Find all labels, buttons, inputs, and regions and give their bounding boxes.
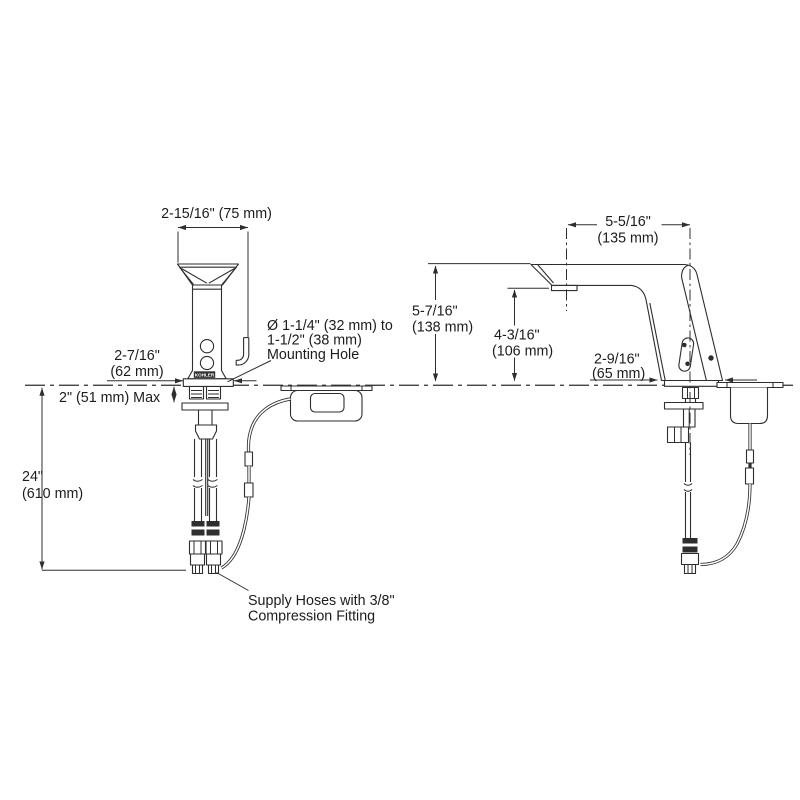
supply-hoses [191, 439, 220, 536]
centerlines [566, 228, 691, 455]
label-spout-reach-2: (135 mm) [597, 231, 658, 247]
label-supply-length-1: 24" [22, 469, 43, 485]
data-cable-front [220, 397, 291, 570]
side-shank [663, 386, 704, 444]
label-side-base-width-1: 2-9/16" [594, 352, 640, 368]
label-overall-height-1: 5-7/16" [412, 304, 458, 320]
label-front-top-width: 2-15/16" (75 mm) [161, 206, 272, 222]
control-box-front [280, 385, 373, 422]
callout-supply-hoses: Supply Hoses with 3/8" Compression Fitti… [216, 572, 395, 625]
side-base-plate [663, 379, 720, 387]
handle-hook [235, 337, 250, 366]
front-hose-collar [194, 409, 218, 440]
label-supply-note-2: Compression Fitting [248, 609, 375, 625]
dim-spout-reach: 5-5/16" (135 mm) [568, 214, 690, 247]
callout-mounting-hole: Ø 1-1/4" (32 mm) to 1-1/2" (38 mm) Mount… [227, 318, 393, 383]
label-mounting-hole-2: 1-1/2" (38 mm) [267, 333, 362, 349]
label-mounting-hole-3: Mounting Hole [267, 347, 359, 363]
side-sensor-window [678, 337, 714, 372]
sensor-circles [199, 339, 215, 371]
dim-side-base-width: 2-9/16" (65 mm) [590, 352, 757, 383]
side-body [530, 263, 724, 382]
dim-outlet-height: 4-3/16" (106 mm) [492, 287, 553, 381]
front-base-plate [182, 378, 234, 387]
front-shank-nuts [188, 385, 222, 400]
label-overall-height-2: (138 mm) [412, 320, 473, 336]
dim-overall-height: 5-7/16" (138 mm) [412, 263, 531, 382]
kohler-logo-text: KOHLER [195, 373, 215, 378]
data-cable-side [700, 423, 755, 567]
dim-front-base-width: 2-7/16" (62 mm) [107, 348, 257, 384]
label-front-base-width-2: (62 mm) [110, 364, 163, 380]
front-body [187, 284, 227, 380]
faucet-side-view [530, 263, 784, 575]
control-box-side [716, 381, 784, 425]
dim-supply-length: 24" (610 mm) [22, 387, 186, 571]
dim-counter-thickness: 2" (51 mm) Max [59, 386, 177, 406]
compression-fittings [188, 540, 223, 575]
label-side-base-width-2: (65 mm) [592, 366, 645, 382]
faucet-front-view: KOHLER [176, 263, 373, 575]
label-supply-length-2: (610 mm) [22, 486, 83, 502]
side-supply-hose [680, 442, 700, 575]
front-mounting-flange [181, 402, 229, 411]
dim-front-top-width: 2-15/16" (75 mm) [161, 206, 272, 337]
label-front-base-width-1: 2-7/16" [114, 348, 160, 364]
label-outlet-height-2: (106 mm) [492, 344, 553, 360]
dimensions: 2-15/16" (75 mm) 2-7/16" (62 mm) Ø 1-1/4… [22, 206, 757, 625]
front-spout [176, 263, 240, 286]
label-supply-note-1: Supply Hoses with 3/8" [248, 593, 395, 609]
kohler-logo: KOHLER [193, 371, 216, 378]
label-outlet-height-1: 4-3/16" [494, 328, 540, 344]
label-mounting-hole-1: Ø 1-1/4" (32 mm) to [267, 318, 393, 334]
label-counter-thickness: 2" (51 mm) Max [59, 390, 160, 406]
label-spout-reach-1: 5-5/16" [605, 214, 651, 230]
